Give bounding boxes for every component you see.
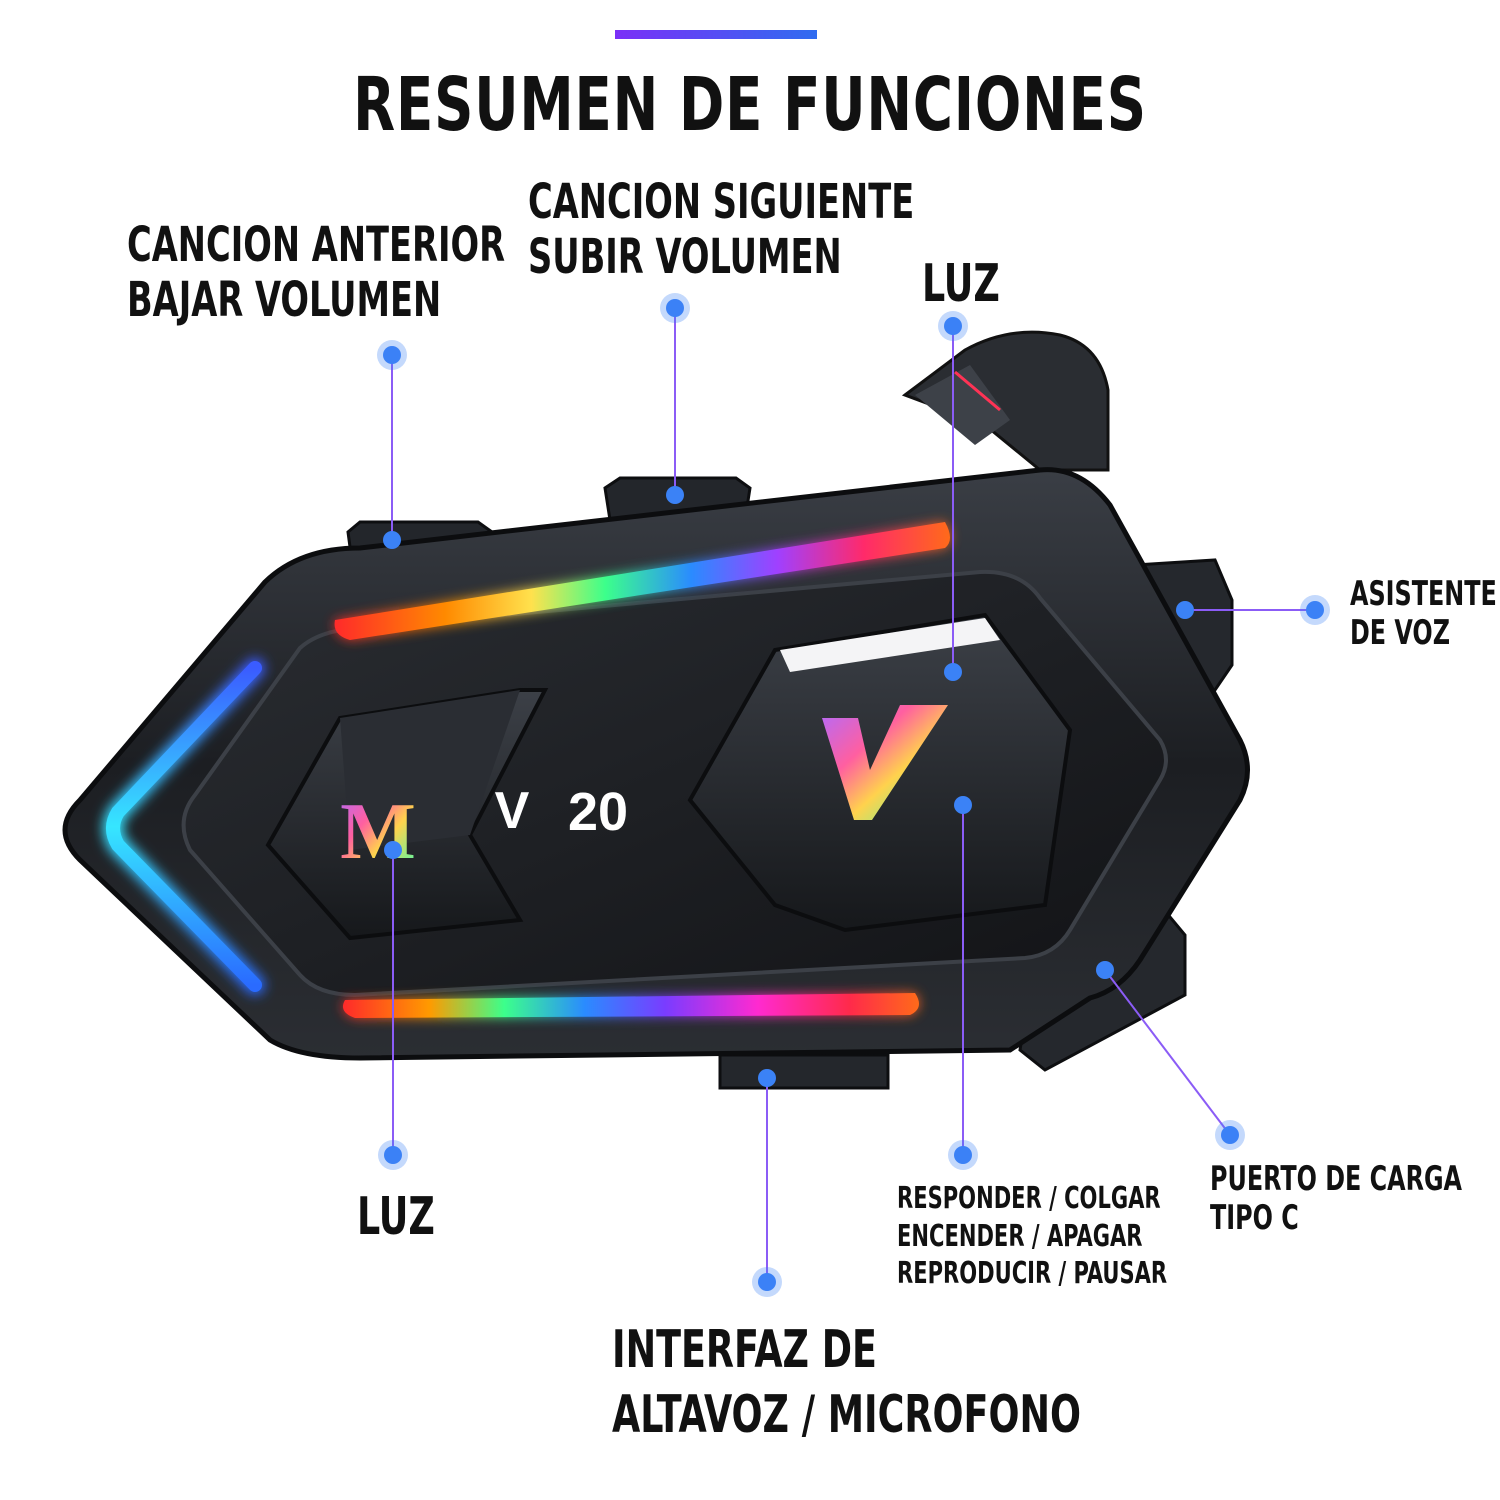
accent-bar bbox=[615, 30, 817, 39]
label-charging-port-line2: TIPO C bbox=[1210, 1198, 1299, 1239]
label-speaker-mic-line1: INTERFAZ DE bbox=[612, 1320, 877, 1380]
label-speaker-mic: INTERFAZ DE ALTAVOZ / MICROFONO bbox=[612, 1318, 1081, 1448]
label-light-bottom: LUZ bbox=[357, 1187, 435, 1247]
label-next-song: CANCION SIGUIENTE SUBIR VOLUMEN bbox=[528, 174, 915, 286]
rear-mount bbox=[901, 330, 1110, 472]
leader-lines bbox=[391, 308, 1315, 1282]
model-logo-v: V bbox=[495, 782, 530, 840]
callout-dots bbox=[377, 293, 1330, 1297]
speaker-port-shape bbox=[718, 1053, 890, 1090]
right-logo-v bbox=[822, 705, 948, 820]
label-light-top: LUZ bbox=[922, 254, 1000, 314]
label-next-song-line1: CANCION SIGUIENTE bbox=[528, 174, 915, 230]
label-prev-song-line2: BAJAR VOLUMEN bbox=[127, 272, 442, 329]
label-charging-port-line1: PUERTO DE CARGA bbox=[1210, 1159, 1463, 1199]
label-prev-song-line1: CANCION ANTERIOR bbox=[127, 217, 506, 273]
label-voice-assistant-line2: DE VOZ bbox=[1350, 613, 1450, 654]
label-answer-power-line2: ENCENDER / APAGAR bbox=[897, 1218, 1143, 1254]
page-title: RESUMEN DE FUNCIONES bbox=[353, 62, 1147, 148]
label-next-song-line2: SUBIR VOLUMEN bbox=[528, 229, 842, 286]
label-voice-assistant: ASISTENTE DE VOZ bbox=[1350, 574, 1497, 654]
label-voice-assistant-line1: ASISTENTE bbox=[1350, 574, 1497, 614]
label-speaker-mic-line2: ALTAVOZ / MICROFONO bbox=[612, 1385, 1082, 1445]
label-answer-power: RESPONDER / COLGAR ENCENDER / APAGAR REP… bbox=[897, 1180, 1167, 1293]
label-answer-power-line1: RESPONDER / COLGAR bbox=[897, 1181, 1161, 1216]
label-prev-song: CANCION ANTERIOR BAJAR VOLUMEN bbox=[127, 217, 506, 329]
label-charging-port: PUERTO DE CARGA TIPO C bbox=[1210, 1159, 1463, 1239]
label-answer-power-line3: REPRODUCIR / PAUSAR bbox=[897, 1256, 1168, 1291]
left-logo-text: M bbox=[340, 788, 416, 876]
model-number-text: 20 bbox=[568, 782, 628, 842]
